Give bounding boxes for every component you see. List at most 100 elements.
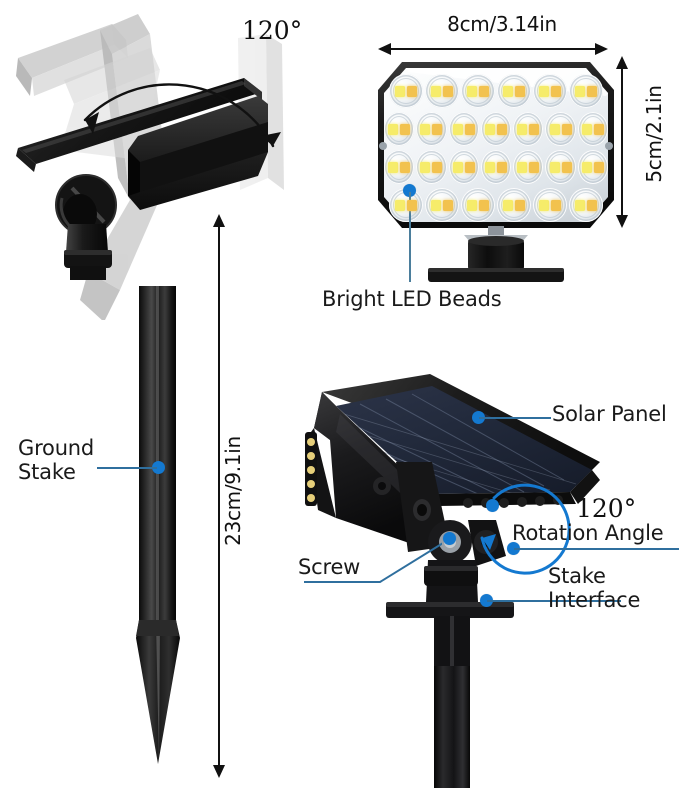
led-chip-warm: [551, 199, 561, 211]
dimension-arrow-up: [213, 214, 225, 227]
led-chip-cool: [575, 85, 585, 97]
led-bead: [425, 74, 459, 108]
solar-panel-callout-dot: [472, 411, 485, 424]
led-chip-cool: [503, 85, 513, 97]
led-chip-cool: [395, 85, 405, 97]
dimension-panel-width: [378, 42, 618, 56]
led-chip-cool: [452, 161, 463, 173]
led-chip-warm: [407, 85, 417, 97]
led-chip-warm: [443, 199, 453, 211]
led-chip-cool: [549, 123, 560, 135]
led-chip-cool: [485, 161, 495, 173]
ground-stake-callout-line: [97, 467, 157, 469]
led-bead: [480, 112, 512, 146]
led-bead: [533, 188, 567, 222]
dimension-stake-height-label: 23cm/9.1in: [221, 436, 245, 546]
led-chip-warm: [479, 85, 489, 97]
led-bead: [389, 74, 423, 108]
led-chip-warm: [432, 123, 443, 135]
led-chip-cool: [517, 161, 528, 173]
solar-unit-stake-shaft: [434, 666, 470, 788]
solar-rotation-arc: [480, 483, 571, 575]
led-chip-cool: [517, 123, 528, 135]
led-chip-cool: [549, 161, 560, 173]
solar-unit-render: [305, 374, 600, 670]
led-chip-cool: [420, 123, 431, 135]
led-chip-warm: [515, 199, 525, 211]
led-bead: [416, 112, 447, 146]
led-chip-warm: [464, 123, 475, 135]
led-chip-cool: [388, 123, 399, 135]
led-row: [384, 188, 608, 222]
led-chip-warm: [593, 123, 604, 135]
rotation-angle-callout-dot: [486, 499, 499, 512]
led-chip-warm: [561, 123, 572, 135]
bright-led-beads-callout-line: [409, 192, 411, 282]
led-chip-cool: [420, 161, 431, 173]
led-bead: [448, 150, 479, 184]
ground-stake-tip: [136, 620, 180, 764]
led-row: [384, 150, 608, 184]
led-chip-cool: [485, 123, 495, 135]
led-chip-warm: [400, 161, 411, 173]
dimension-line-horizontal: [390, 48, 596, 50]
screw-callout-line: [304, 542, 442, 583]
dimension-arrow-left: [378, 43, 391, 55]
lamp-head-solid: [16, 78, 268, 280]
led-chip-cool: [581, 123, 592, 135]
dimension-arrow-down: [213, 765, 225, 778]
led-row: [384, 112, 608, 146]
led-chip-warm: [464, 161, 475, 173]
led-chip-warm: [551, 85, 561, 97]
rotation-arc-label-120: 120°: [242, 16, 303, 45]
led-chip-cool: [503, 199, 513, 211]
led-chip-warm: [432, 161, 443, 173]
led-bead: [480, 150, 512, 184]
led-chip-cool: [431, 199, 441, 211]
screw-label: Screw: [298, 555, 361, 579]
figure-led-panel: 8cm/3.14in 5cm/2.1in: [322, 0, 679, 340]
led-bead: [497, 74, 531, 108]
led-bead: [448, 112, 479, 146]
led-chip-cool: [539, 85, 549, 97]
bright-led-beads-callout-dot: [403, 184, 416, 197]
led-bead: [513, 112, 544, 146]
rotation-arc-120: [83, 83, 281, 148]
stake-interface-callout-dot: [480, 594, 493, 607]
led-chip-warm: [479, 199, 489, 211]
solar-panel-label: Solar Panel: [552, 402, 667, 426]
ground-stake-label: Ground Stake: [18, 436, 95, 484]
led-chip-warm: [587, 199, 597, 211]
rotation-angle-callout-line: [514, 548, 679, 550]
led-row: [384, 74, 608, 108]
led-bead: [425, 188, 459, 222]
bright-led-beads-label: Bright LED Beads: [322, 287, 502, 311]
led-chip-warm: [407, 199, 417, 211]
led-bead: [416, 150, 447, 184]
led-bead-grid: [384, 70, 608, 226]
led-chip-warm: [400, 123, 411, 135]
led-chip-cool: [467, 85, 477, 97]
rotation-angle-label: Rotation Angle: [512, 521, 664, 545]
figure-rotating-lamp: 120° Ground Stake: [0, 0, 303, 788]
stake-interface-callout-line: [487, 600, 621, 602]
led-chip-warm: [593, 161, 604, 173]
led-chip-warm: [515, 85, 525, 97]
dimension-line-vertical: [218, 225, 220, 765]
screw-callout-dot: [443, 532, 456, 545]
led-chip-warm: [497, 123, 507, 135]
led-bead: [384, 150, 415, 184]
led-chip-cool: [467, 199, 477, 211]
led-bead: [577, 150, 608, 184]
led-bead: [545, 150, 576, 184]
led-chip-cool: [539, 199, 549, 211]
solar-panel-callout-line: [479, 417, 551, 419]
led-panel-mount: [428, 226, 564, 282]
led-chip-cool: [581, 161, 592, 173]
led-bead: [513, 150, 544, 184]
dimension-arrow-right: [595, 43, 608, 55]
led-chip-cool: [575, 199, 585, 211]
led-chip-warm: [587, 85, 597, 97]
led-chip-warm: [561, 161, 572, 173]
